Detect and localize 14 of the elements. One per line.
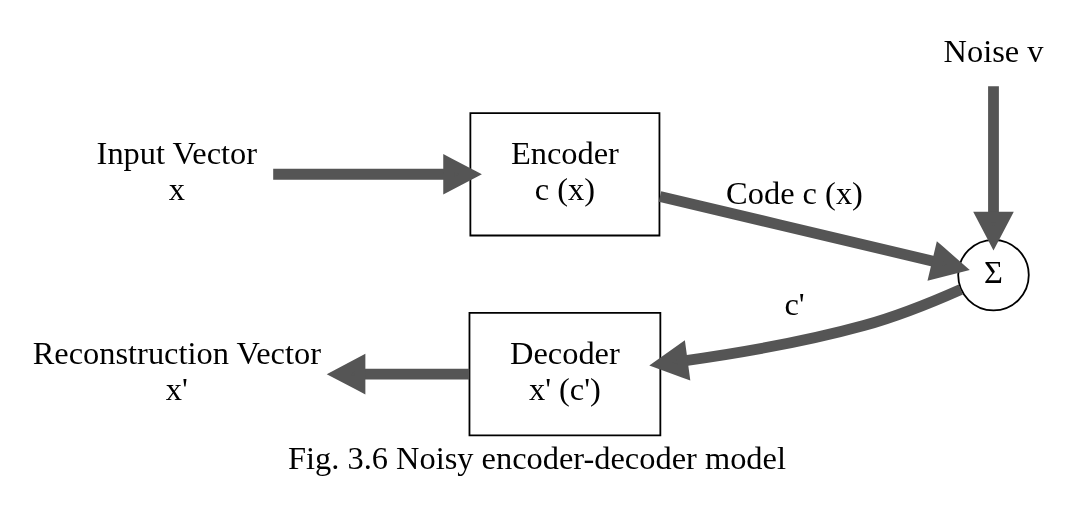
arrow [326,353,470,394]
node-box: Encoder c (x) [469,111,661,236]
arrow [658,190,970,281]
arrow [273,153,482,195]
edge-label: Code c (x) [726,174,863,211]
node-box: Decoder x' (c') [468,311,662,436]
caption: Fig. 3.6 Noisy encoder-decoder model [288,439,786,476]
node-circle: Σ [957,238,1030,311]
node-text: Noise v [943,32,1044,69]
node-text: Reconstruction Vector x' [32,334,321,407]
arrow [649,284,963,380]
edge-label: c' [784,285,805,322]
node-text: Input Vector x [96,134,258,207]
arrow [973,85,1014,250]
